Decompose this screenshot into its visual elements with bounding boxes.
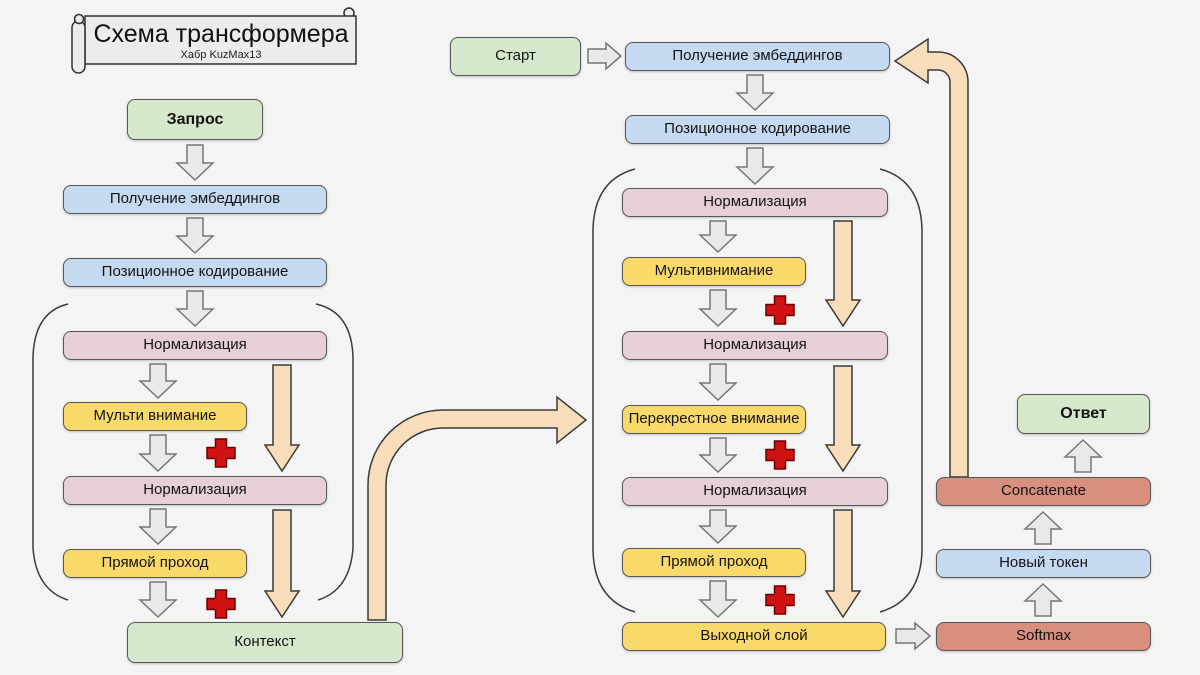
down-arrow [175, 144, 215, 182]
decoder-start-box: Старт [450, 37, 581, 76]
output-answer-box: Ответ [1017, 394, 1150, 434]
down-arrow [698, 437, 738, 474]
down-arrow [698, 363, 738, 402]
up-arrow [1023, 510, 1063, 545]
decoder-bracket-right [879, 168, 923, 613]
decoder-embeddings-box: Получение эмбеддингов [625, 42, 890, 71]
plus-icon [206, 589, 236, 619]
down-arrow [698, 289, 738, 328]
down-arrow [698, 580, 738, 619]
residual-skip-arrow [263, 364, 301, 473]
encoder-feed-forward-box: Прямой проход [63, 549, 247, 578]
diagram-title: Схема трансформера [93, 20, 349, 48]
decoder-output-layer-box: Выходной слой [622, 622, 886, 651]
encoder-context-box: Контекст [127, 622, 403, 663]
down-arrow [698, 509, 738, 545]
banner-curl-icon [343, 7, 355, 19]
concatenate-to-embeddings-arrow [893, 37, 969, 478]
decoder-normalization-3-box: Нормализация [622, 477, 888, 506]
right-arrow [895, 621, 932, 651]
down-arrow [138, 581, 178, 619]
output-softmax-box: Softmax [936, 622, 1151, 651]
plus-icon [765, 295, 795, 325]
down-arrow [175, 217, 215, 255]
down-arrow [138, 363, 178, 400]
right-arrow [587, 41, 623, 71]
down-arrow [175, 290, 215, 328]
banner-roll [71, 20, 86, 74]
residual-skip-arrow [824, 365, 862, 473]
encoder-multi-attention-box: Мульти внимание [63, 402, 247, 431]
down-arrow [698, 220, 738, 254]
encoder-normalization-2-box: Нормализация [63, 476, 327, 505]
down-arrow [138, 434, 178, 473]
up-arrow [1063, 438, 1103, 473]
encoder-query-box: Запрос [127, 99, 263, 140]
down-arrow [138, 508, 178, 546]
output-new-token-box: Новый токен [936, 549, 1151, 578]
plus-icon [765, 440, 795, 470]
plus-icon [765, 585, 795, 615]
banner-roll-top-icon [73, 13, 85, 25]
encoder-embeddings-box: Получение эмбеддингов [63, 185, 327, 214]
encoder-positional-encoding-box: Позиционное кодирование [63, 258, 327, 287]
decoder-positional-encoding-box: Позиционное кодирование [625, 115, 890, 144]
decoder-cross-attention-box: Перекрестное внимание [622, 405, 806, 434]
decoder-multi-attention-box: Мультивнимание [622, 257, 806, 286]
context-to-cross-attention-arrow [367, 395, 588, 621]
residual-skip-arrow [824, 220, 862, 328]
up-arrow [1023, 582, 1063, 617]
encoder-normalization-1-box: Нормализация [63, 331, 327, 360]
output-concatenate-box: Concatenate [936, 477, 1151, 506]
residual-skip-arrow [263, 509, 301, 619]
decoder-feed-forward-box: Прямой проход [622, 548, 806, 577]
decoder-normalization-2-box: Нормализация [622, 331, 888, 360]
plus-icon [206, 438, 236, 468]
decoder-normalization-1-box: Нормализация [622, 188, 888, 217]
diagram-subtitle: Хабр KuzMax13 [180, 49, 262, 61]
residual-skip-arrow [824, 509, 862, 619]
decoder-bracket-left [592, 168, 636, 613]
down-arrow [735, 147, 775, 186]
down-arrow [735, 74, 775, 112]
